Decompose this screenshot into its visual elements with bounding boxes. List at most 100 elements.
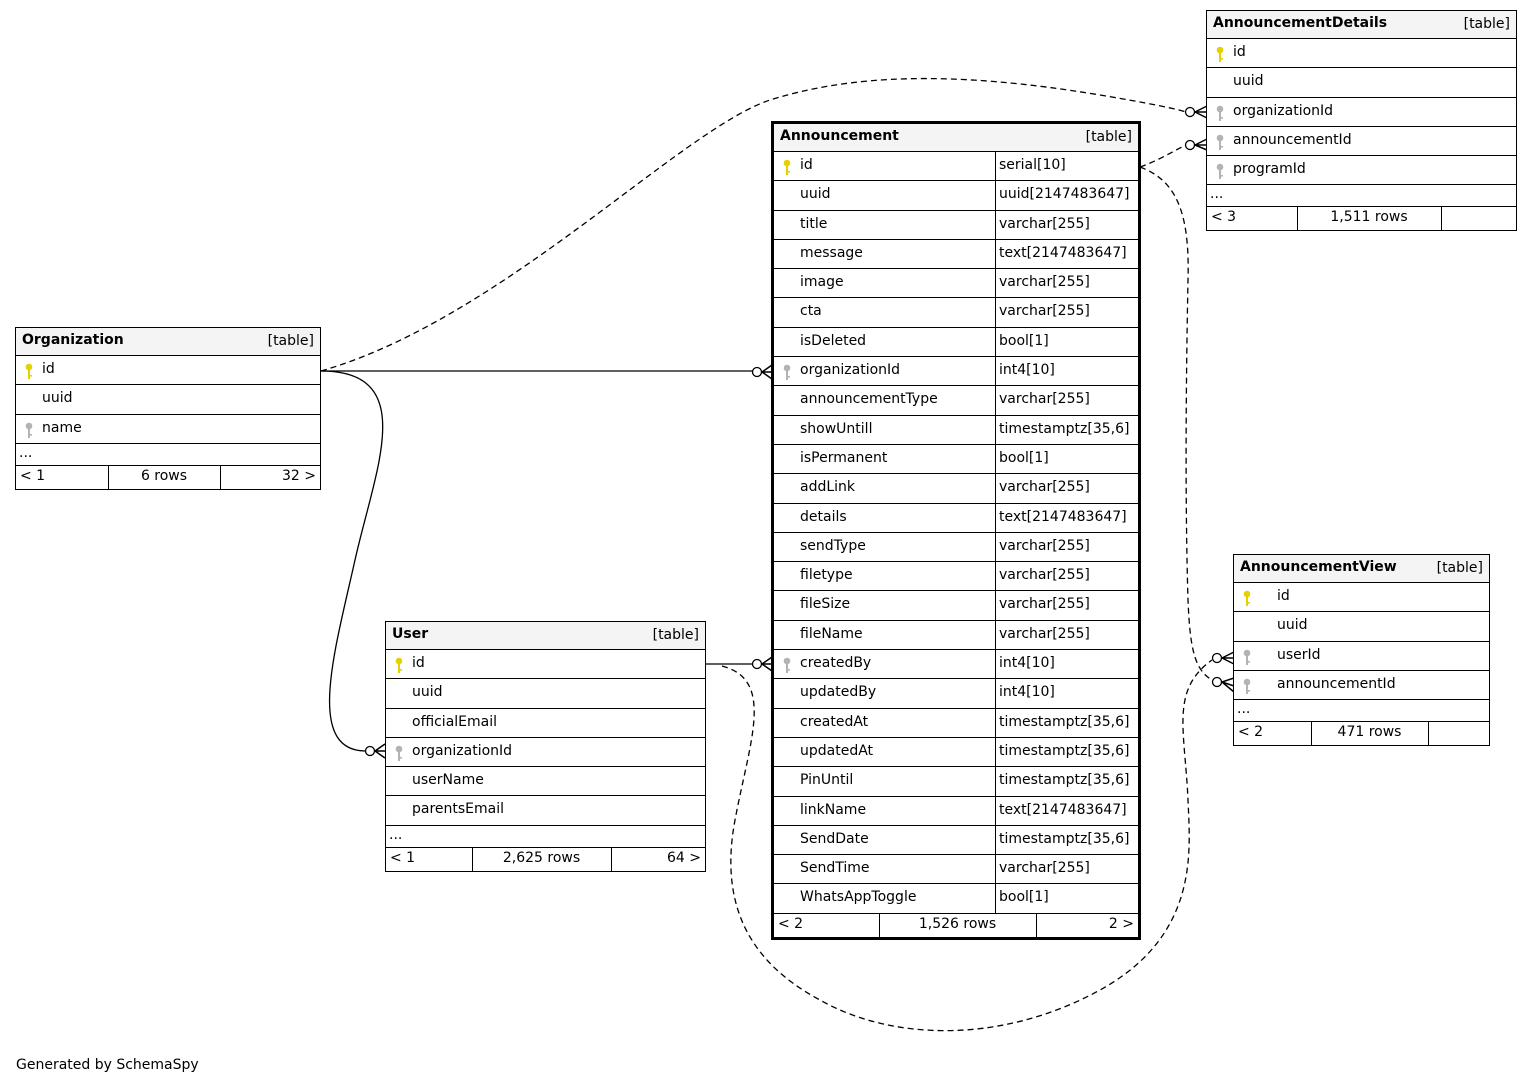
more-columns-row[interactable]: ... [386,826,705,848]
column-row[interactable]: id [1207,39,1516,69]
column-row[interactable]: id [1234,583,1489,613]
column-type: text[2147483647] [995,503,1138,532]
parents-count[interactable]: < 1 [390,849,416,866]
column-type: timestamptz[35,6] [995,708,1138,737]
more-columns-row[interactable]: ... [16,444,320,466]
column-type: serial[10] [995,152,1138,181]
column-name: organizationId [800,362,901,379]
table-header[interactable]: AnnouncementView[table] [1234,555,1489,583]
children-count[interactable]: 32 > [282,467,316,484]
column-row[interactable]: parentsEmail [386,796,705,826]
children-count[interactable]: 64 > [667,849,701,866]
more-columns-row[interactable]: ... [1234,700,1489,723]
table-header[interactable]: User[table] [386,622,705,650]
table-header[interactable]: Organization[table] [16,328,320,356]
table-header[interactable]: AnnouncementDetails[table] [1207,11,1516,39]
column-row[interactable]: userName [386,767,705,797]
column-name: filetype [800,567,853,584]
column-row[interactable]: uuid [1207,68,1516,98]
row-count: 1,526 rows [918,915,997,932]
column-type: bool[1] [995,444,1138,474]
column-type: timestamptz[35,6] [995,767,1138,796]
column-row[interactable]: id [16,356,320,386]
column-row[interactable]: uuid [1234,612,1489,642]
column-row[interactable]: announcementId [1234,671,1489,701]
column-row[interactable]: name [16,415,320,444]
column-row[interactable]: id [386,650,705,680]
column-type: timestamptz[35,6] [995,737,1138,767]
column-row[interactable]: organizationId [386,738,705,768]
footer-divider [1297,207,1298,231]
generated-by-label: Generated by SchemaSpy [16,1057,199,1073]
parents-count[interactable]: < 2 [778,915,804,932]
column-name: organizationId [1233,102,1334,119]
table-name: AnnouncementDetails [1213,15,1388,31]
parents-count[interactable]: < 3 [1211,209,1237,226]
column-row[interactable]: organizationId [1207,98,1516,127]
column-name: announcementId [1233,131,1352,148]
column-type: bool[1] [995,327,1138,357]
table-header[interactable]: Announcement[table] [774,124,1138,152]
column-type: varchar[255] [995,532,1138,562]
index-key-icon [25,422,33,438]
column-row[interactable]: programId [1207,156,1516,186]
column-name: programId [1233,161,1306,178]
column-name: isPermanent [800,449,888,466]
footer-divider [220,465,221,489]
column-name: id [1277,588,1290,604]
more-columns-row[interactable]: ... [1207,185,1516,208]
index-key-icon [1216,105,1224,121]
column-row[interactable]: uuid [16,385,320,415]
column-name: updatedBy [800,684,877,701]
table-name: Announcement [780,128,899,144]
children-count[interactable]: 2 > [1108,915,1134,932]
column-row[interactable]: userId [1234,642,1489,671]
column-name: isDeleted [800,332,867,349]
parents-count[interactable]: < 1 [20,467,46,484]
column-name: organizationId [412,742,513,759]
column-row[interactable]: officialEmail [386,709,705,738]
footer-divider [108,465,109,489]
column-name: announcementType [800,391,938,408]
column-row[interactable]: isPermanent bool[1] [774,444,1138,475]
column-name: parentsEmail [412,801,505,818]
edge-announcement-announcementview [1139,166,1213,681]
row-count: 6 rows [140,467,188,484]
column-row[interactable]: announcementId [1207,127,1516,157]
column-row[interactable]: isDeleted bool[1] [774,327,1138,358]
more-columns-ellipsis: ... [1237,701,1251,718]
parents-count[interactable]: < 2 [1238,724,1264,741]
column-name: fileName [800,625,863,642]
index-key-icon [1243,649,1251,665]
column-row[interactable]: uuid [386,679,705,709]
